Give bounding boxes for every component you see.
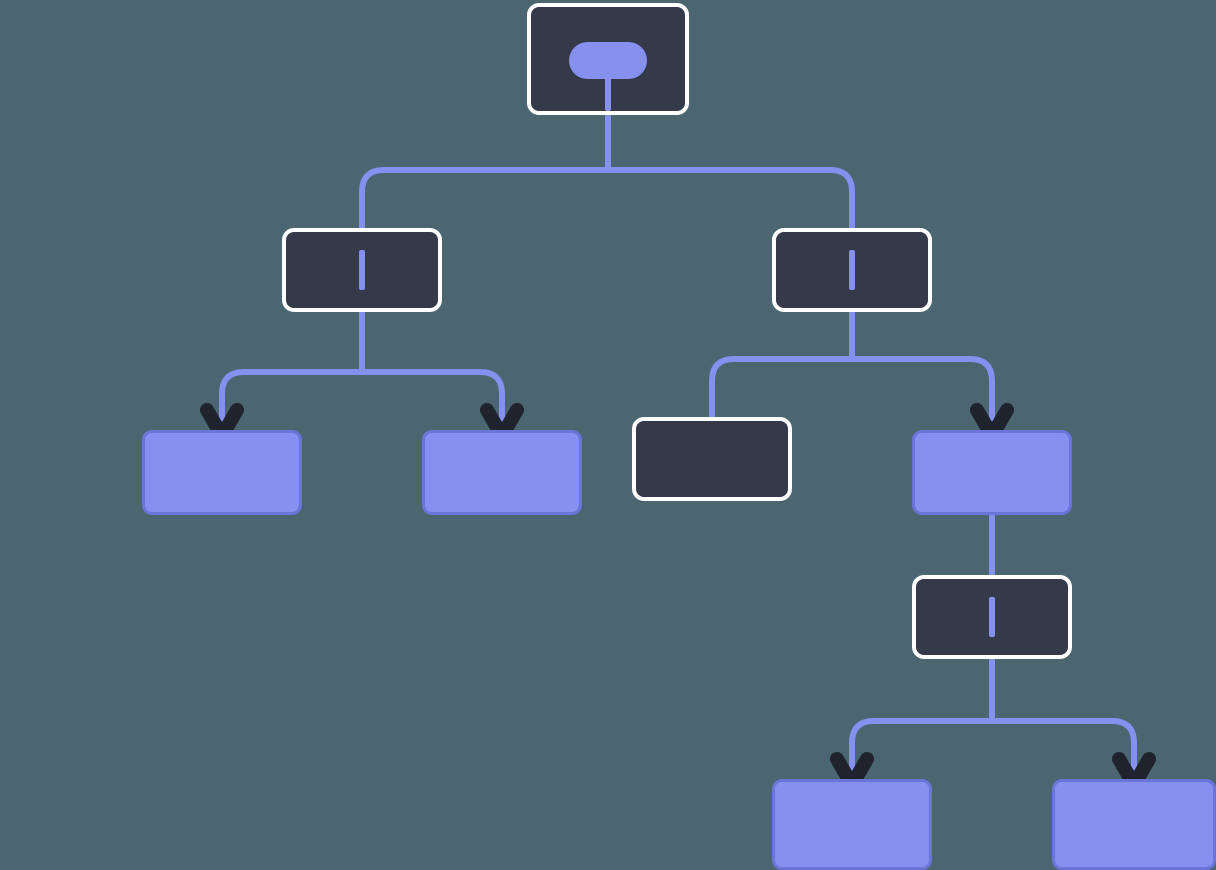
edge-right-branch-to-empty-node bbox=[709, 356, 855, 420]
leaf-node-2[interactable] bbox=[422, 430, 582, 515]
edge-layer bbox=[219, 112, 1137, 782]
root-node[interactable] bbox=[527, 3, 689, 115]
sub-branch-node[interactable] bbox=[912, 575, 1072, 659]
edge-sub-branch-to-leaf-4 bbox=[849, 718, 995, 782]
edge-root-to-right-branch bbox=[605, 167, 855, 231]
leaf-node-4[interactable] bbox=[772, 779, 932, 870]
node-glyph-stem bbox=[605, 75, 611, 111]
leaf-node-1[interactable] bbox=[142, 430, 302, 515]
edge-left-branch-to-leaf-2 bbox=[359, 369, 505, 433]
edge-left-branch-to-leaf-1 bbox=[219, 369, 365, 433]
edge-right-branch-to-leaf-3 bbox=[849, 356, 995, 433]
node-glyph-bar bbox=[359, 250, 365, 290]
empty-node[interactable] bbox=[632, 417, 792, 501]
branch-node-left[interactable] bbox=[282, 228, 442, 312]
node-glyph-pill bbox=[569, 42, 647, 79]
leaf-node-5[interactable] bbox=[1052, 779, 1216, 870]
edge-root-to-left-branch bbox=[359, 167, 611, 231]
node-glyph-bar bbox=[849, 250, 855, 290]
branch-node-right[interactable] bbox=[772, 228, 932, 312]
leaf-node-3[interactable] bbox=[912, 430, 1072, 515]
edge-sub-branch-to-leaf-5 bbox=[989, 718, 1137, 782]
node-glyph-bar bbox=[989, 597, 995, 637]
